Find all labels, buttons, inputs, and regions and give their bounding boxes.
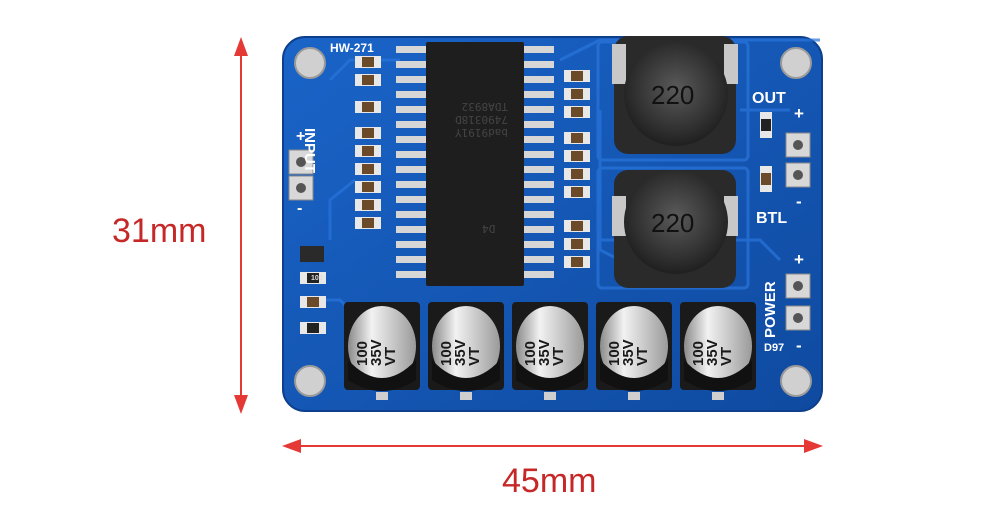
chip-line-3: bad9191Y: [455, 126, 508, 139]
resistor-code: 100: [311, 275, 323, 282]
model-label: HW-271: [330, 41, 374, 55]
capacitor-label: 100 35V VT: [354, 339, 399, 366]
capacitor: [512, 302, 588, 400]
chip-pin: [522, 136, 554, 143]
height-arrow: [234, 37, 248, 414]
inductor-bottom-label: 220: [651, 208, 695, 238]
chip-pin: [396, 256, 428, 263]
cap-series: VT: [634, 346, 651, 366]
chip-pin: [396, 76, 428, 83]
chip-pin: [396, 181, 428, 188]
chip-pin: [522, 166, 554, 173]
capacitors: [344, 302, 756, 400]
chip-line-1: TDA8932: [461, 100, 508, 113]
output-pads: [785, 132, 811, 188]
chip-suffix: D4: [482, 222, 496, 235]
capacitor-label: 100 35V VT: [606, 339, 651, 366]
chip-pin: [396, 61, 428, 68]
smd-components-middle: [564, 70, 772, 268]
out-plus-label: +: [794, 104, 804, 123]
smd-components-left: [300, 56, 381, 334]
chip-pin: [396, 271, 428, 278]
capacitor-label: 100 35V VT: [522, 339, 567, 366]
chip-pin: [522, 121, 554, 128]
chip-line-2: 7490318D: [455, 113, 508, 126]
amplifier-chip: [396, 42, 554, 286]
capacitor: [596, 302, 672, 400]
chip-pin: [396, 211, 428, 218]
width-label: 45mm: [502, 462, 597, 500]
chip-pin: [522, 46, 554, 53]
cap-series: VT: [550, 346, 567, 366]
capacitor: [344, 302, 420, 400]
chip-pin: [396, 151, 428, 158]
capacitor: [428, 302, 504, 400]
chip-pin: [522, 256, 554, 263]
chip-pin: [396, 196, 428, 203]
input-plus-label: +: [296, 128, 306, 145]
revision-label: D97: [764, 342, 785, 354]
chip-pin: [396, 91, 428, 98]
capacitor-label: 100 35V VT: [690, 339, 735, 366]
chip-marking: bad9191Y 7490318D TDA8932: [455, 100, 508, 139]
inductor-bottom: [612, 170, 738, 288]
inductor-top: [612, 36, 738, 154]
out-minus-label: -: [796, 192, 802, 211]
capacitor-label: 100 35V VT: [438, 339, 483, 366]
chip-pin: [522, 61, 554, 68]
cap-series: VT: [718, 346, 735, 366]
chip-pin: [522, 106, 554, 113]
chip-pin: [522, 76, 554, 83]
power-minus-label: -: [796, 336, 802, 355]
inductor-top-label: 220: [651, 80, 695, 110]
input-pads: [288, 149, 314, 201]
chip-pin: [396, 121, 428, 128]
chip-pin: [522, 151, 554, 158]
height-label: 31mm: [112, 212, 207, 250]
chip-pin: [396, 166, 428, 173]
power-plus-label: +: [794, 250, 804, 269]
btl-label: BTL: [756, 210, 788, 227]
input-minus-label: -: [297, 200, 303, 217]
chip-pin: [522, 211, 554, 218]
capacitor: [680, 302, 756, 400]
cap-series: VT: [382, 346, 399, 366]
chip-pin: [396, 136, 428, 143]
chip-pin: [396, 46, 428, 53]
width-arrow: [282, 439, 823, 453]
mounting-holes: [294, 47, 812, 397]
chip-pin: [522, 226, 554, 233]
chip-pin: [522, 196, 554, 203]
power-label: POWER: [762, 281, 779, 338]
chip-pin: [522, 241, 554, 248]
chip-pin: [522, 271, 554, 278]
out-label: OUT: [752, 90, 786, 107]
chip-pin: [522, 181, 554, 188]
chip-pin: [396, 226, 428, 233]
chip-pin: [522, 91, 554, 98]
chip-pin: [396, 241, 428, 248]
power-pads: [785, 273, 811, 331]
cap-series: VT: [466, 346, 483, 366]
chip-pin: [396, 106, 428, 113]
